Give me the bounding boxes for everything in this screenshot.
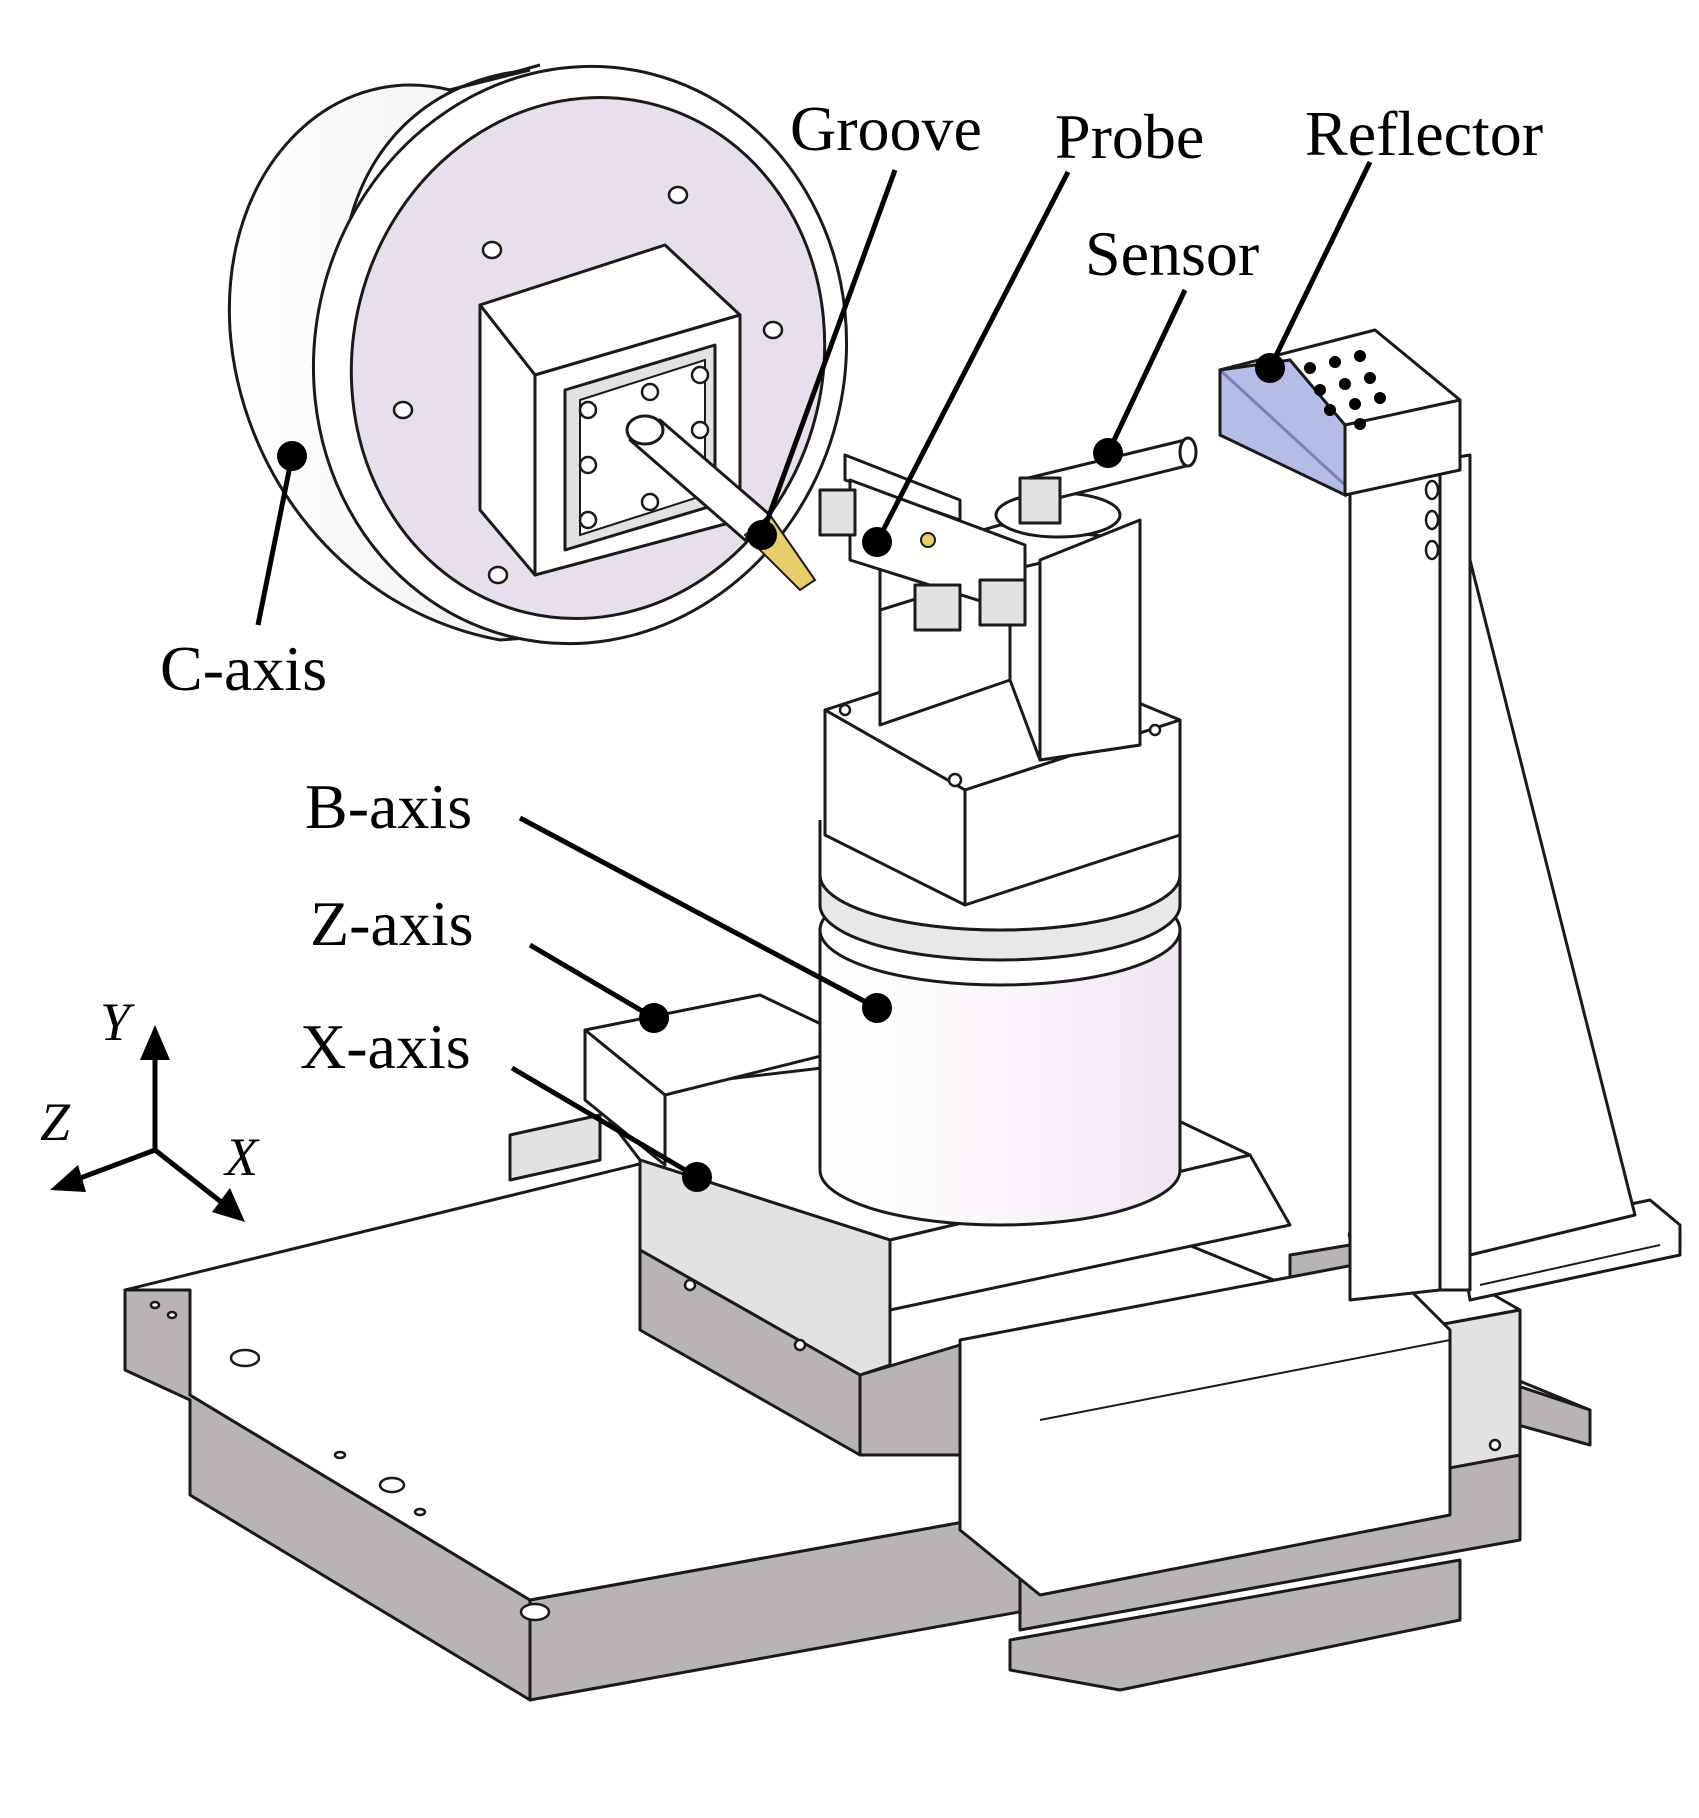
label-probe: Probe (1055, 101, 1204, 172)
label-reflector: Reflector (1305, 98, 1543, 169)
label-b-axis: B-axis (305, 771, 472, 842)
label-groove: Groove (790, 93, 982, 164)
axis-y-label: Y (100, 992, 135, 1052)
label-z-axis: Z-axis (310, 888, 474, 959)
reflector-holes (1304, 350, 1386, 430)
labels: Groove Probe Reflector Sensor C-axis B-a… (160, 93, 1543, 1082)
b-axis-head (818, 436, 1198, 907)
label-x-axis: X-axis (300, 1011, 471, 1082)
reflector-pillar (1218, 328, 1682, 1302)
leader-lines (255, 160, 1373, 1192)
axis-z-label: Z (40, 1092, 71, 1152)
c-axis-spindle (227, 63, 849, 646)
label-sensor: Sensor (1085, 218, 1259, 289)
axis-x-label: X (223, 1127, 260, 1187)
label-c-axis: C-axis (160, 633, 327, 704)
coordinate-frame: Y Z X (40, 992, 260, 1222)
